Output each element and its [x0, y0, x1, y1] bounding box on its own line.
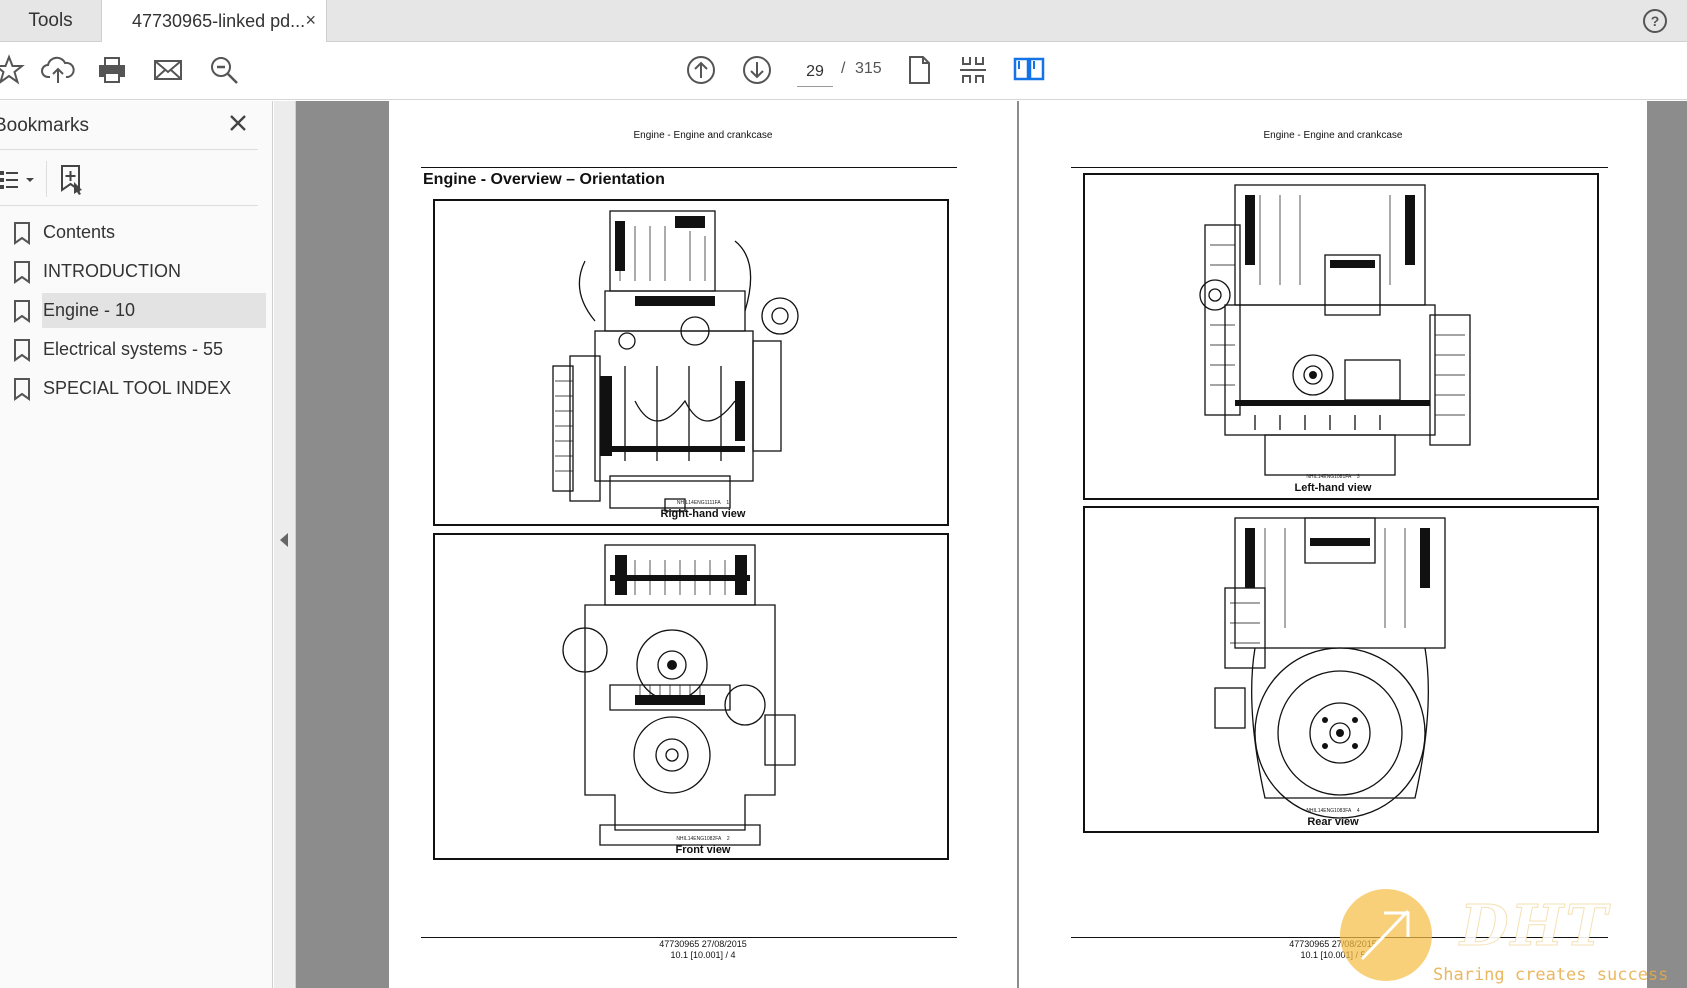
add-bookmark-icon[interactable]	[58, 163, 86, 195]
tab-tools[interactable]: Tools	[0, 0, 102, 42]
close-panel-icon[interactable]	[226, 111, 250, 135]
figure-code: NHIL14ENG1081FA 3	[1306, 474, 1360, 480]
bookmark-item-electrical[interactable]: Electrical systems - 55	[0, 332, 266, 367]
footer-doc-info: 47730965 27/08/2015	[659, 939, 747, 949]
bookmark-label: Engine - 10	[42, 293, 266, 328]
prev-page-icon[interactable]	[684, 53, 718, 87]
engine-drawing-front	[562, 544, 796, 846]
bookmark-item-introduction[interactable]: INTRODUCTION	[0, 254, 266, 289]
bookmark-label: Contents	[43, 222, 116, 242]
figure-code: NHIL14ENG1082FA 2	[676, 836, 730, 842]
footer-rule	[1071, 937, 1608, 938]
upload-cloud-icon[interactable]	[41, 53, 75, 87]
bookmark-icon	[14, 378, 30, 401]
figure-caption: Left-hand view	[1294, 482, 1372, 494]
divider	[0, 149, 258, 150]
engine-figure-rear	[1083, 506, 1599, 833]
engine-drawing-right-hand	[552, 210, 799, 512]
header-rule	[1071, 167, 1608, 168]
page-header: Engine - Engine and crankcase	[1263, 130, 1403, 141]
single-page-icon[interactable]	[902, 53, 936, 87]
figure-caption: Rear view	[1307, 816, 1359, 828]
bookmark-icon	[14, 339, 30, 362]
engine-figure-front	[433, 533, 949, 860]
footer-page-ref: 10.1 [10.001] / 5	[1300, 950, 1366, 960]
page-separator: /	[841, 60, 846, 77]
print-icon[interactable]	[95, 53, 129, 87]
footer-rule	[421, 937, 957, 938]
bookmark-label: INTRODUCTION	[43, 261, 181, 281]
toolbar	[0, 42, 1687, 100]
document-viewport[interactable]: Engine - Engine and crankcase Engine - O…	[296, 101, 1687, 988]
page-title: Engine - Overview – Orientation	[423, 171, 665, 188]
figure-code: NHIL14ENG1111FA 1	[676, 500, 730, 506]
bookmark-icon	[14, 261, 30, 284]
figure-code: NHIL14ENG1083FA 4	[1306, 808, 1360, 814]
footer-page-ref: 10.1 [10.001] / 4	[670, 950, 736, 960]
bookmarks-panel: Bookmarks Contents INTRODUCTION Engine -…	[0, 101, 273, 988]
tab-document-label: 47730965-linked pd...	[132, 11, 306, 31]
figure-caption: Front view	[675, 844, 731, 856]
bookmark-item-contents[interactable]: Contents	[0, 215, 266, 250]
svg-text:?: ?	[1651, 13, 1660, 29]
bookmark-item-special-tool-index[interactable]: SPECIAL TOOL INDEX	[0, 371, 266, 406]
document-page-right: Engine - Engine and crankcase	[1019, 101, 1647, 988]
page-number-input[interactable]	[797, 57, 833, 87]
divider	[0, 205, 258, 206]
zoom-icon[interactable]	[207, 53, 241, 87]
collapse-arrow-icon	[280, 533, 288, 547]
page-total: 315	[855, 60, 882, 77]
two-page-icon[interactable]	[1012, 53, 1046, 87]
bookmark-item-engine[interactable]: Engine - 10	[0, 293, 266, 328]
engine-drawing-rear	[1214, 517, 1446, 819]
panel-collapse-handle[interactable]	[274, 101, 296, 988]
bookmark-icon	[14, 300, 30, 323]
bookmark-options-icon[interactable]	[0, 165, 36, 195]
bookmark-star-icon[interactable]	[0, 53, 26, 87]
tab-bar: Tools 47730965-linked pd... × ?	[0, 0, 1687, 43]
page-footer: 47730965 27/08/2015 10.1 [10.001] / 5	[1019, 939, 1647, 961]
engine-figure-left-hand	[1083, 173, 1599, 500]
figure-caption: Right-hand view	[660, 508, 746, 520]
next-page-icon[interactable]	[740, 53, 774, 87]
divider	[46, 161, 47, 197]
engine-figure-right-hand	[433, 199, 949, 526]
bookmark-label: Electrical systems - 55	[43, 339, 224, 359]
footer-doc-info: 47730965 27/08/2015	[1289, 939, 1377, 949]
engine-drawing-left-hand	[1199, 184, 1471, 476]
close-tab-icon[interactable]: ×	[305, 10, 316, 30]
page-header: Engine - Engine and crankcase	[633, 130, 773, 141]
page-footer: 47730965 27/08/2015 10.1 [10.001] / 4	[389, 939, 1017, 961]
header-rule	[421, 167, 957, 168]
fit-page-icon[interactable]	[956, 53, 990, 87]
mail-icon[interactable]	[151, 53, 185, 87]
document-page-left: Engine - Engine and crankcase Engine - O…	[389, 101, 1017, 988]
tab-document[interactable]: 47730965-linked pd... ×	[102, 0, 327, 43]
help-icon[interactable]: ?	[1641, 7, 1669, 35]
bookmark-label: SPECIAL TOOL INDEX	[43, 378, 232, 398]
bookmark-icon	[14, 222, 30, 245]
bookmarks-title: Bookmarks	[0, 115, 90, 136]
